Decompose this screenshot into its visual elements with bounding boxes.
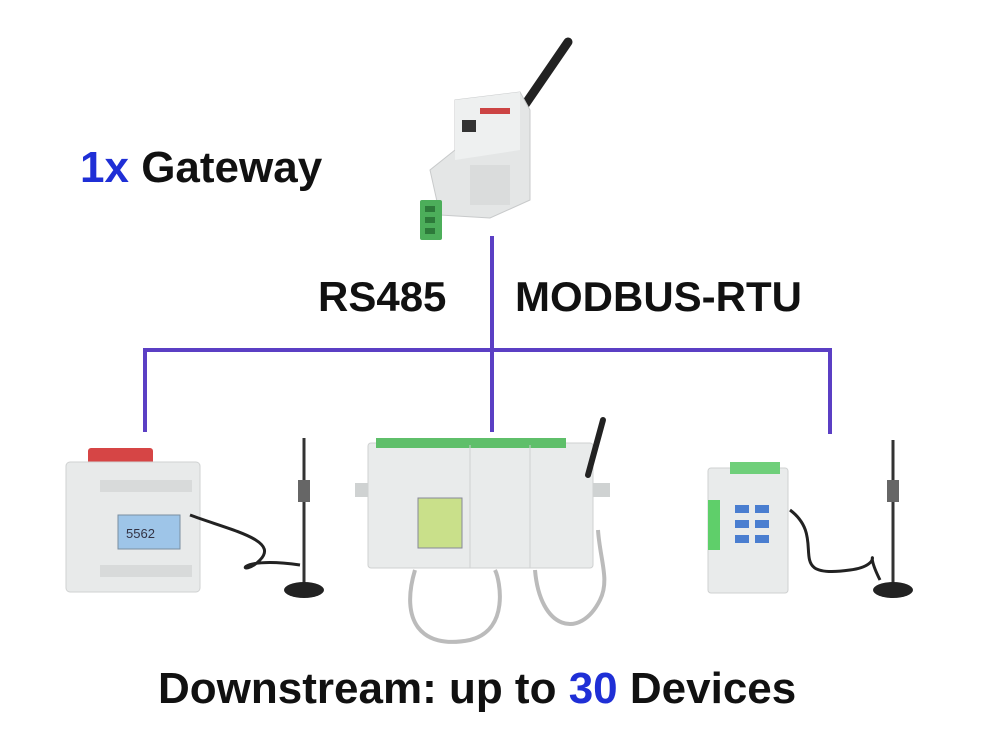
gateway-device	[420, 37, 573, 240]
antenna-icon	[515, 37, 573, 117]
protocol-label: MODBUS-RTU	[515, 273, 802, 320]
caption-suffix: Devices	[629, 664, 797, 713]
energy-meter-device: 5562	[65, 438, 324, 598]
device-count: 30	[568, 664, 618, 713]
gateway-text: Gateway	[141, 143, 323, 192]
gateway-count: 1x	[80, 143, 129, 192]
physical-layer-label: RS485	[318, 273, 447, 320]
gateway-label: 1x Gateway	[80, 146, 322, 190]
meter-display-reading: 5562	[126, 526, 155, 541]
wireless-meter-device	[707, 440, 913, 598]
antenna-icon	[585, 417, 606, 478]
rs485-bus	[143, 236, 832, 434]
multi-circuit-meter-device	[355, 417, 610, 644]
caption-prefix: Downstream: up to	[158, 664, 557, 713]
downstream-caption: Downstream: up to 30 Devices	[158, 667, 796, 711]
